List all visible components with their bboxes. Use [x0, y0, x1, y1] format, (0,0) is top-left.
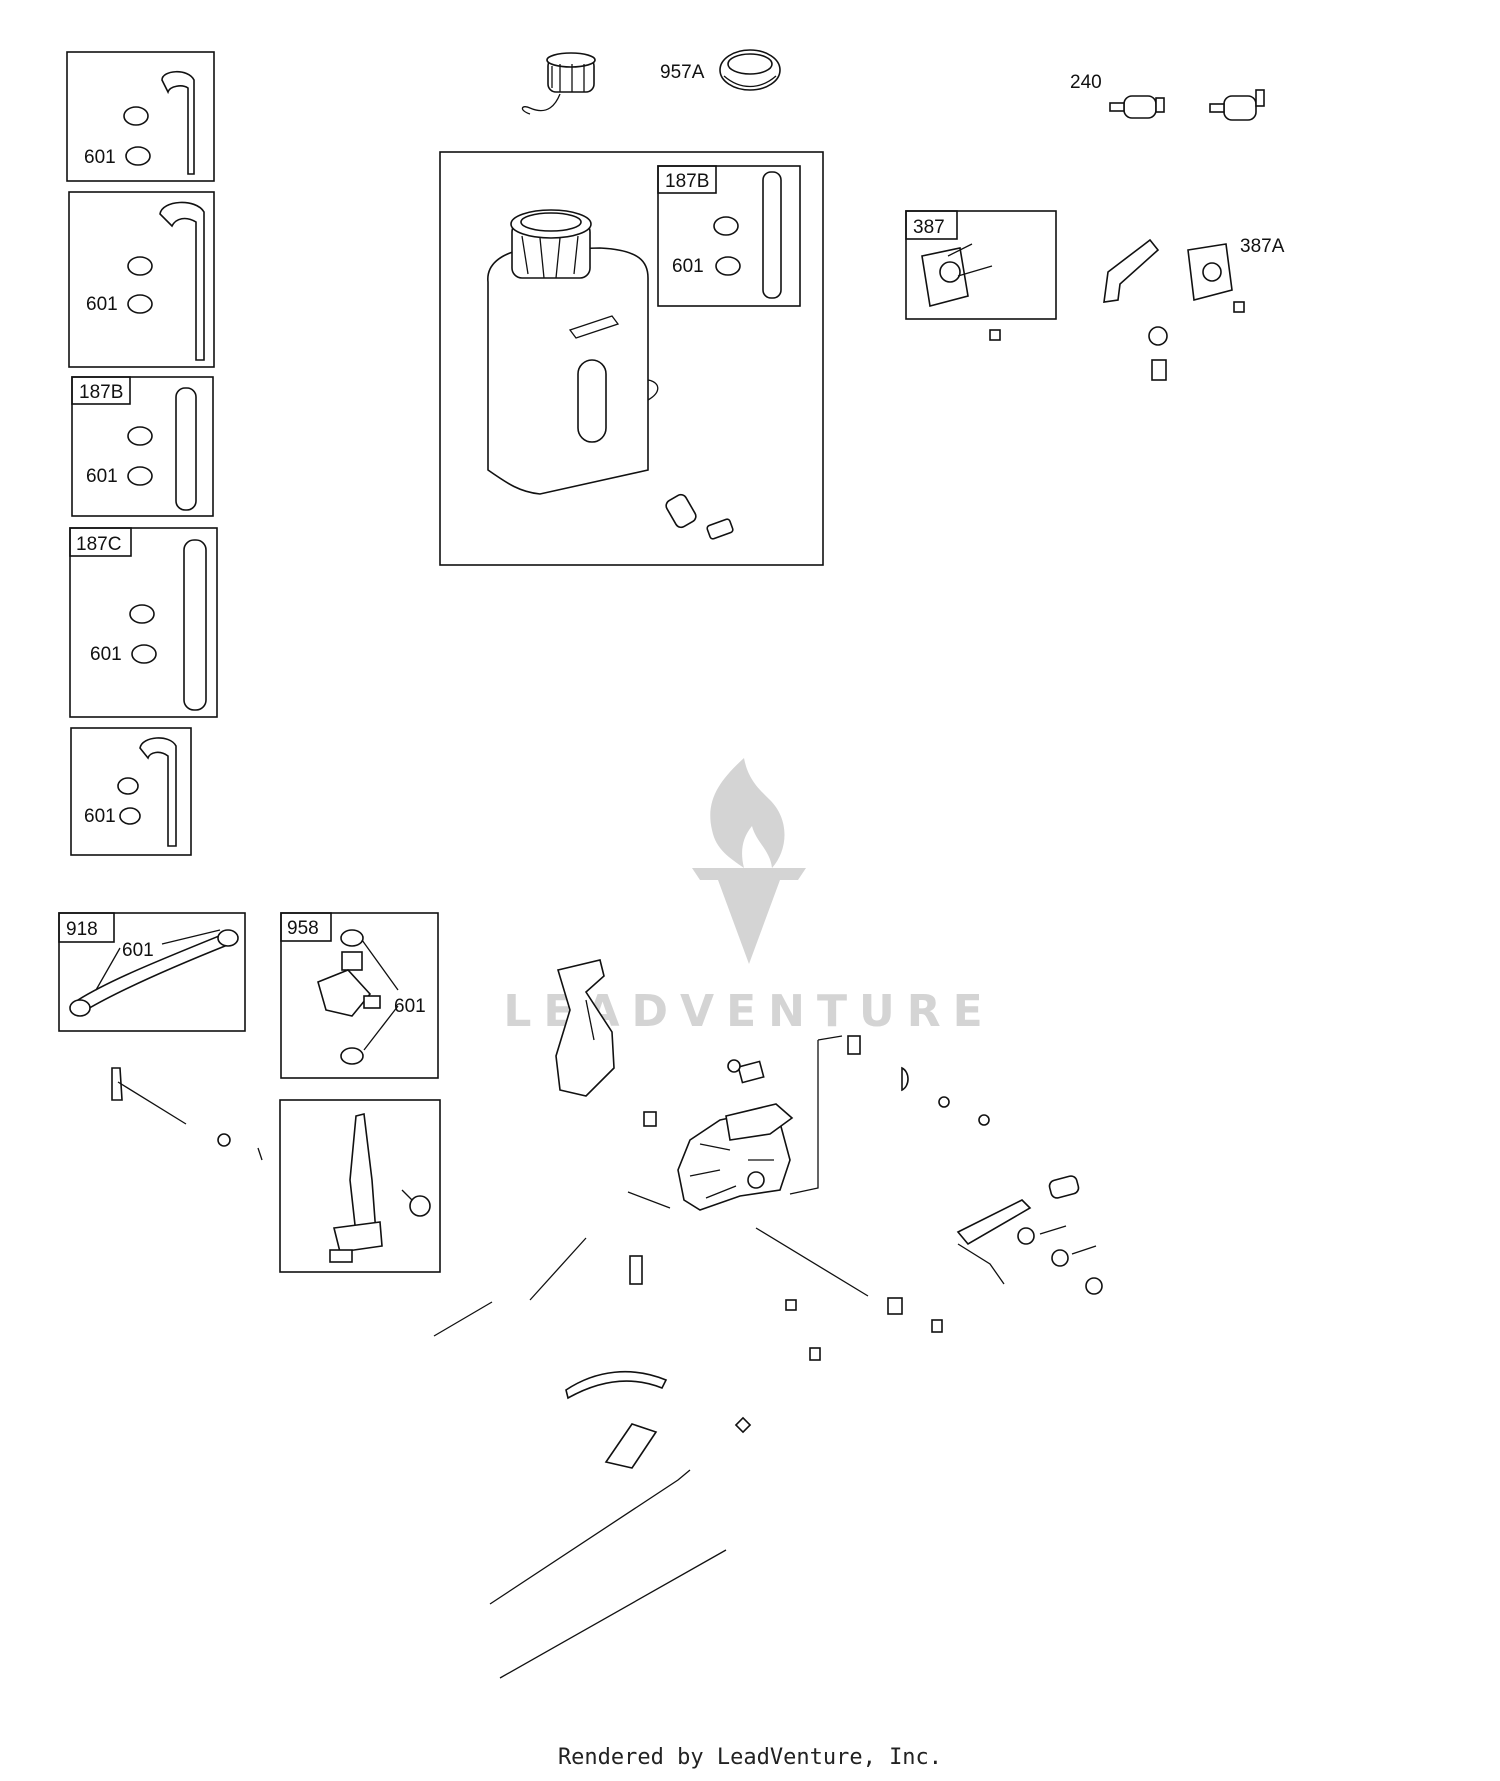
- label-958: 958: [287, 918, 319, 939]
- linkages: [433, 1237, 727, 1679]
- label-957A: 957A: [660, 62, 705, 83]
- fuel-line-box-918: [58, 912, 246, 1032]
- hose-kit-box-b: [68, 191, 215, 368]
- tag-387: [905, 210, 958, 240]
- tag-187B-left: [71, 376, 131, 405]
- hose-kit-box-187B-left: [71, 376, 214, 517]
- shutoff-valve-958: [317, 929, 399, 1065]
- throttle-lever: [329, 1113, 431, 1263]
- hose-kit-box-a: [66, 51, 215, 182]
- label-918-601: 601: [122, 940, 154, 961]
- label-387A: 387A: [1240, 236, 1285, 257]
- label-187C: 187C: [76, 534, 121, 555]
- hose-kit-187B-tank: [713, 171, 782, 299]
- label-187B-tank: 187B: [665, 171, 709, 192]
- fuel-cap-957A: [719, 49, 781, 91]
- fuel-filter-alt: [1209, 89, 1265, 121]
- label-387: 387: [913, 217, 945, 238]
- label-hose-b-601: 601: [86, 294, 118, 315]
- label-958-601: 601: [394, 996, 426, 1017]
- hose-kit-a: [123, 70, 195, 175]
- hose-kit-e: [117, 737, 177, 847]
- tag-918: [58, 912, 115, 943]
- label-918: 918: [66, 919, 98, 940]
- tag-187B-tank: [657, 165, 717, 194]
- hose-kit-187B-left: [127, 387, 197, 511]
- fuel-filter-240: [1109, 95, 1165, 119]
- footer-credit: Rendered by LeadVenture, Inc.: [557, 1745, 943, 1770]
- label-187B-left-601: 601: [86, 466, 118, 487]
- control-bracket-assembly: [555, 959, 990, 1434]
- fuel-tank: [487, 209, 734, 540]
- fuel-pump-387: [921, 243, 1001, 341]
- label-240: 240: [1070, 72, 1102, 93]
- lever-box: [279, 1099, 441, 1273]
- hose-kit-b: [127, 201, 205, 361]
- fuel-cap-part: [521, 52, 596, 115]
- choke-lever-assembly: [956, 1175, 1103, 1295]
- label-187C-601: 601: [90, 644, 122, 665]
- hose-box-187B-tank: [657, 165, 801, 307]
- fuel-pump-box-387: [905, 210, 1057, 320]
- label-hose-e-601: 601: [84, 806, 116, 827]
- hose-kit-box-e: [70, 727, 192, 856]
- fuel-pump-387A: [1103, 238, 1245, 381]
- fuel-line-918: [69, 929, 239, 1017]
- hose-kit-187C: [129, 539, 207, 711]
- label-187B-left: 187B: [79, 382, 123, 403]
- label-hose-a-601: 601: [84, 147, 116, 168]
- shutoff-valve-box-958: [280, 912, 439, 1079]
- tag-187C: [69, 527, 132, 557]
- fuel-tank-box: [439, 151, 824, 566]
- hose-kit-box-187C: [69, 527, 218, 718]
- tag-958: [280, 912, 332, 942]
- label-187B-tank-601: 601: [672, 256, 704, 277]
- governor-rod: [111, 1067, 263, 1161]
